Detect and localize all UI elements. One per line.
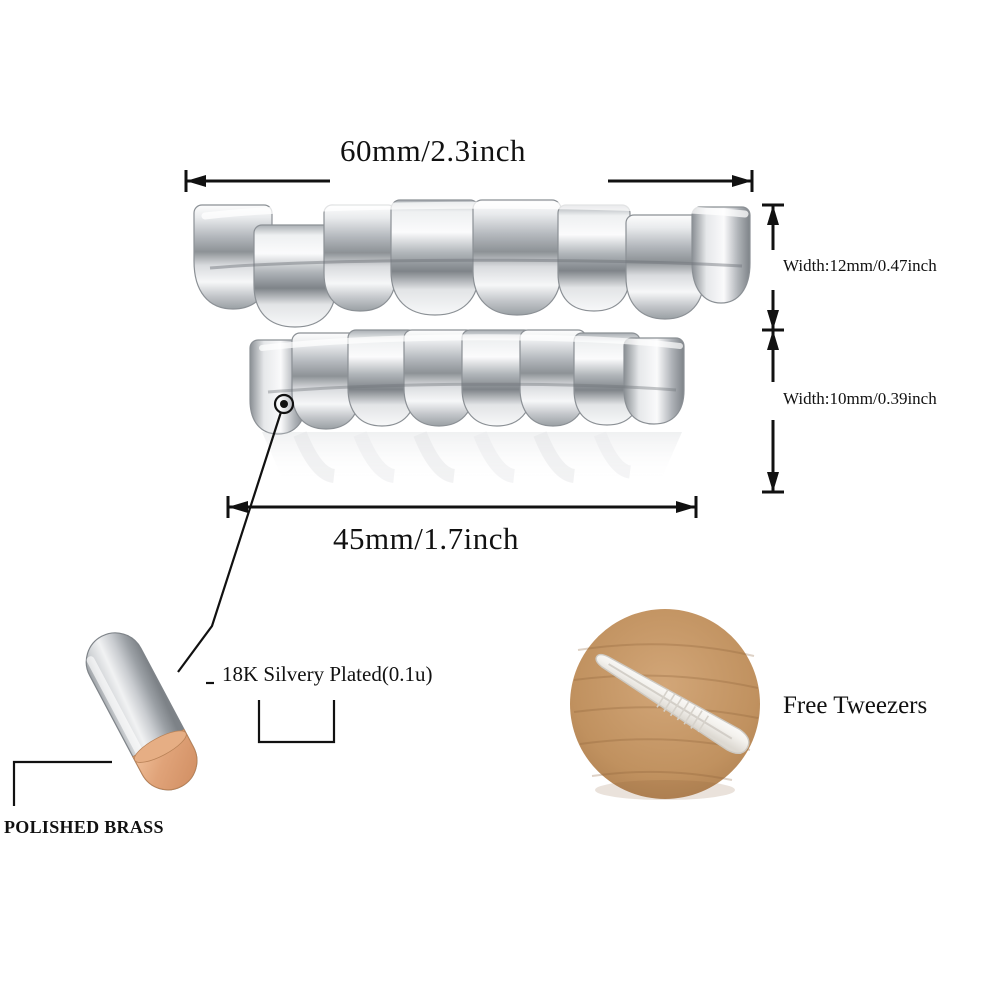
bottom-dimension-line (226, 496, 698, 518)
top-dimension-line (184, 170, 754, 192)
tweezers-inset (570, 609, 760, 800)
upper-height-label: Width:12mm/0.47inch (783, 256, 937, 275)
brass-callout-line (12, 760, 112, 806)
polished-pin (85, 632, 198, 791)
lower-height-label: Width:10mm/0.39inch (783, 389, 937, 408)
lower-grill (249, 329, 685, 435)
bottom-width-label: 45mm/1.7inch (333, 521, 519, 556)
plating-callout-line (206, 681, 336, 744)
brass-label: POLISHED BRASS (4, 817, 164, 837)
plating-label: 18K Silvery Plated(0.1u) (222, 662, 433, 686)
top-width-label: 60mm/2.3inch (340, 133, 526, 168)
upper-grill (193, 199, 751, 328)
free-tweezers-label: Free Tweezers (783, 692, 928, 719)
grill-reflection (262, 431, 682, 483)
right-dimension-lines (762, 203, 784, 494)
pin-leader-line (177, 393, 295, 673)
